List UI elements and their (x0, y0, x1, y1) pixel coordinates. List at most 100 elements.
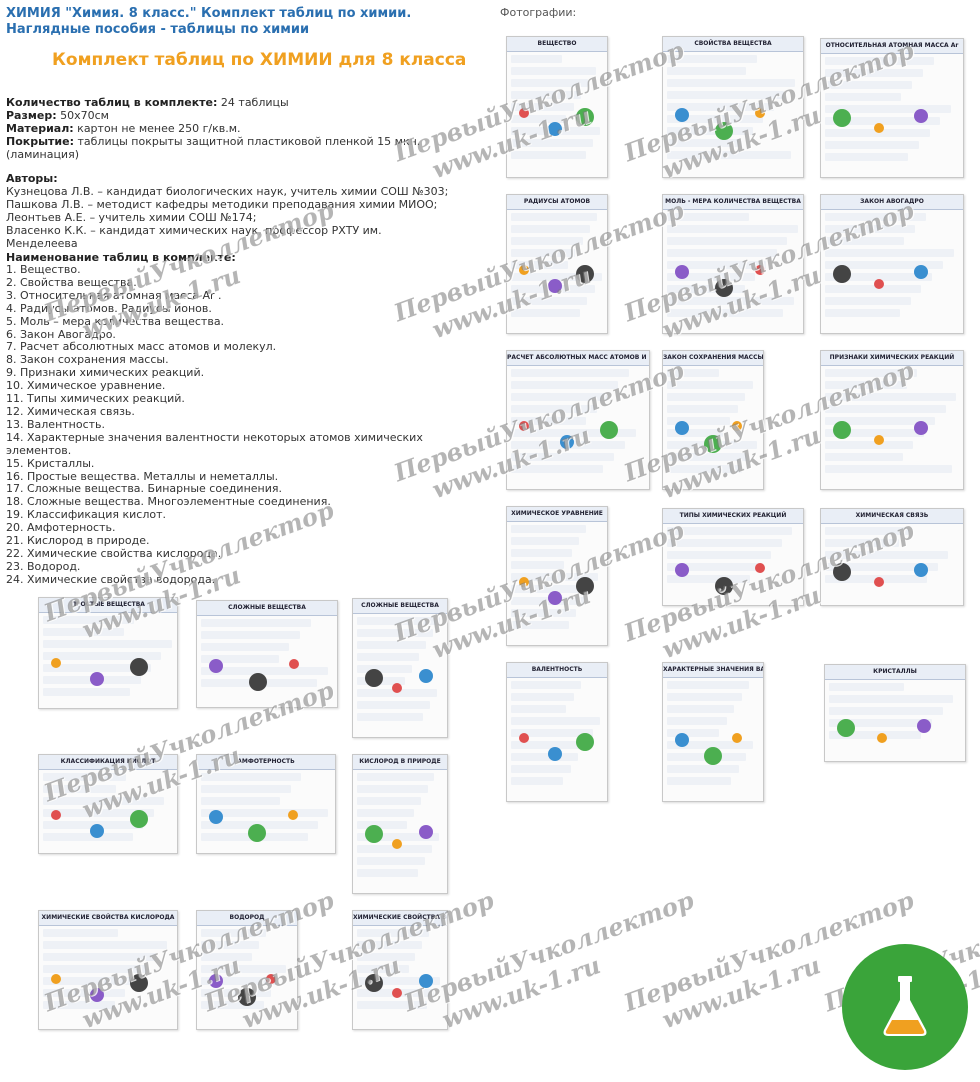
poster-illustration (715, 577, 733, 596)
poster-illustration (755, 563, 765, 574)
poster-thumbnail[interactable]: РАДИУСЫ АТОМОВ (506, 194, 608, 334)
poster-row (825, 563, 938, 571)
poster-row (511, 537, 580, 545)
poster-row (825, 309, 901, 317)
poster-row (667, 429, 724, 437)
poster-illustration (914, 421, 929, 436)
poster-thumbnail[interactable]: ПРИЗНАКИ ХИМИЧЕСКИХ РЕАКЦИЙ (820, 350, 964, 490)
poster-row (667, 693, 742, 701)
poster-illustration (703, 435, 722, 454)
poster-thumbnail[interactable]: ВЕЩЕСТВО (506, 36, 608, 178)
poster-row (43, 941, 167, 949)
poster-illustration (873, 577, 884, 588)
poster-row (825, 527, 910, 535)
poster-illustration (547, 122, 562, 137)
tables-heading: Наименование таблиц в комплекте: (6, 251, 236, 264)
site-logo[interactable] (842, 944, 968, 1070)
poster-row (357, 821, 407, 829)
poster-row (357, 773, 435, 781)
poster-thumbnail[interactable]: АМФОТЕРНОСТЬ (196, 754, 336, 854)
poster-row (511, 741, 586, 749)
poster-thumbnail[interactable]: РАСЧЕТ АБСОЛЮТНЫХ МАСС АТОМОВ И МОЛЕКУЛ (506, 350, 650, 490)
poster-thumbnail[interactable]: МОЛЬ - МЕРА КОЛИЧЕСТВА ВЕЩЕСТВА (662, 194, 804, 334)
poster-thumbnail[interactable]: ХИМИЧЕСКИЕ СВОЙСТВА ВОДОРОДА (352, 910, 448, 1030)
poster-illustration (90, 671, 105, 686)
poster-thumbnail[interactable]: ХАРАКТЕРНЫЕ ЗНАЧЕНИЯ ВАЛЕНТНОСТЕЙ (662, 662, 764, 802)
poster-thumbnail[interactable]: ЗАКОН СОХРАНЕНИЯ МАССЫ (662, 350, 764, 490)
poster-row (667, 237, 788, 245)
author-item: Леонтьев А.Е. – учитель химии СОШ №174; (6, 211, 257, 224)
poster-illustration (51, 657, 61, 668)
poster-thumbnail[interactable]: ПРОСТЫЕ ВЕЩЕСТВА (38, 597, 178, 709)
poster-illustration (209, 810, 223, 825)
table-list-item: 2. Свойства вещества. (6, 275, 137, 289)
poster-row (357, 797, 421, 805)
poster-row (667, 717, 727, 725)
poster-row (201, 929, 267, 937)
poster-content (43, 616, 173, 702)
poster-thumbnail[interactable]: КРИСТАЛЛЫ (824, 664, 966, 762)
poster-thumbnail[interactable]: КЛАССИФИКАЦИЯ КИСЛОТ (38, 754, 178, 854)
poster-row (667, 67, 747, 75)
table-list-item: 3. Относительная атомная масса Ar . (6, 288, 222, 302)
poster-thumbnail[interactable]: ВАЛЕНТНОСТЬ (506, 662, 608, 802)
poster-row (511, 561, 565, 569)
poster-row (667, 681, 749, 689)
poster-content (829, 683, 961, 755)
poster-thumbnail[interactable]: ТИПЫ ХИМИЧЕСКИХ РЕАКЦИЙ (662, 508, 804, 606)
table-list-item: 1. Вещество. (6, 263, 81, 276)
poster-illustration (600, 421, 619, 440)
poster-content (825, 527, 959, 599)
poster-illustration (289, 659, 299, 670)
poster-row (825, 153, 909, 161)
poster-thumbnail[interactable]: СЛОЖНЫЕ ВЕЩЕСТВА (196, 600, 338, 708)
poster-illustration (576, 265, 595, 284)
poster-row (201, 965, 286, 973)
poster-row (667, 729, 720, 737)
poster-row (201, 1001, 264, 1009)
poster-thumbnail[interactable]: КИСЛОРОД В ПРИРОДЕ (352, 754, 448, 894)
poster-row (357, 953, 416, 961)
poster-title: ОТНОСИТЕЛЬНАЯ АТОМНАЯ МАССА Ar (821, 39, 963, 54)
poster-thumbnail[interactable]: ЗАКОН АВОГАДРО (820, 194, 964, 334)
poster-row (667, 79, 796, 87)
poster-row (667, 465, 743, 473)
poster-illustration (365, 973, 383, 992)
poster-title: РАСЧЕТ АБСОЛЮТНЫХ МАСС АТОМОВ И МОЛЕКУЛ (507, 351, 649, 366)
poster-row (825, 539, 899, 547)
poster-row (829, 695, 954, 703)
table-list-item: 14. Характерные значения валентности нек… (6, 430, 423, 457)
poster-row (511, 465, 604, 473)
poster-thumbnail[interactable]: СВОЙСТВА ВЕЩЕСТВА (662, 36, 804, 178)
poster-row (825, 213, 926, 221)
poster-row (825, 405, 946, 413)
poster-row (511, 151, 586, 159)
poster-row (825, 129, 930, 137)
poster-illustration (675, 108, 689, 123)
poster-thumbnail[interactable]: СЛОЖНЫЕ ВЕЩЕСТВА (352, 598, 448, 738)
poster-thumbnail[interactable]: ХИМИЧЕСКОЕ УРАВНЕНИЕ (506, 506, 608, 646)
poster-row (357, 965, 409, 973)
poster-content (667, 527, 799, 599)
poster-illustration (519, 421, 529, 432)
poster-thumbnail[interactable]: ХИМИЧЕСКАЯ СВЯЗЬ (820, 508, 964, 606)
poster-row (825, 261, 943, 269)
table-list-item: 10. Химическое уравнение. (6, 379, 166, 393)
poster-row (201, 797, 281, 805)
poster-illustration (917, 719, 931, 734)
poster-illustration (576, 733, 595, 752)
poster-thumbnail[interactable]: ВОДОРОД (196, 910, 298, 1030)
poster-thumbnail[interactable]: ОТНОСИТЕЛЬНАЯ АТОМНАЯ МАССА Ar (820, 38, 964, 178)
poster-illustration (365, 825, 383, 844)
poster-row (825, 105, 951, 113)
poster-row (43, 688, 131, 696)
poster-row (43, 652, 162, 660)
poster-row (43, 616, 134, 624)
poster-row (201, 655, 279, 663)
poster-thumbnail[interactable]: ХИМИЧЕСКИЕ СВОЙСТВА КИСЛОРОДА (38, 910, 178, 1030)
author-item: Пашкова Л.В. – методист кафедры методики… (6, 198, 438, 211)
poster-illustration (249, 673, 267, 692)
poster-illustration (755, 265, 765, 276)
poster-row (667, 393, 746, 401)
poster-row (829, 731, 922, 739)
